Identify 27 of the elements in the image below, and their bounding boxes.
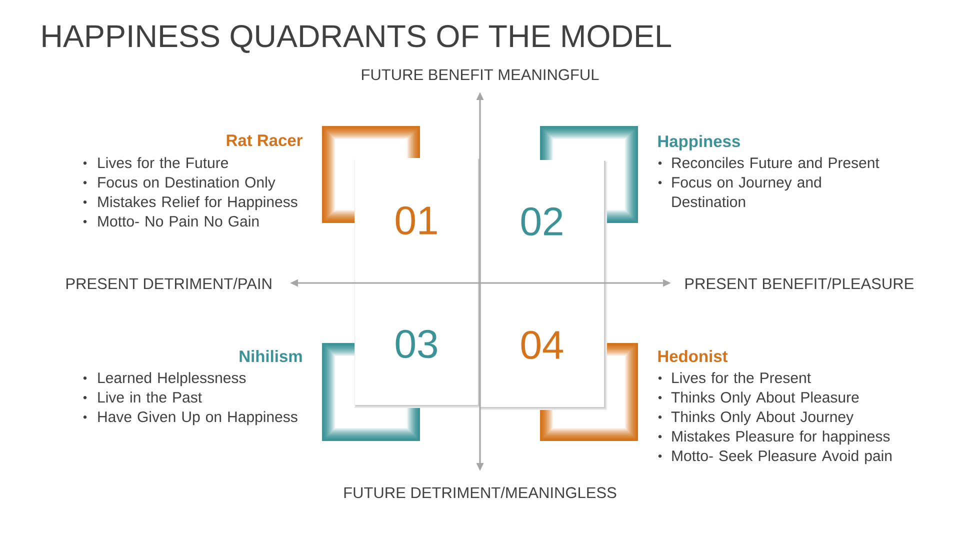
bullet-item: Mistakes Pleasure for happiness [672, 430, 890, 445]
axis-label: PRESENT DETRIMENT/PAIN [66, 278, 272, 290]
bullet-item: Learned Helplessness [98, 372, 246, 386]
bullet-item: Lives for the Present [672, 372, 811, 384]
bullet-item: Reconciles Future and Present [672, 157, 880, 168]
bullet-item: Motto- No Pain No Gain [98, 216, 259, 227]
bullet-item: Mistakes Relief for Happiness [98, 196, 298, 210]
bullet-item: Focus on Destination Only [98, 176, 276, 191]
bullet-item: Focus on Journey and Destination [672, 176, 821, 208]
axis-label: FUTURE BENEFIT MEANINGFUL [362, 69, 599, 80]
number-box: 03 [354, 283, 481, 408]
axis-label: FUTURE DETRIMENT/MEANINGLESS [344, 486, 616, 498]
quadrant-heading: Nihilism [240, 350, 302, 362]
quadrant-heading: Hedonist [658, 350, 728, 362]
quadrant-heading: Happiness [658, 135, 740, 150]
bullet-item: Live in the Past [98, 392, 202, 403]
bullet-item: Motto- Seek Pleasure Avoid pain [672, 450, 892, 464]
quadrant-heading: Rat Racer [226, 134, 303, 146]
bullet-item: Have Given Up on Happiness [98, 411, 298, 426]
bullet-item: Thinks Only About Journey [671, 411, 854, 426]
number-box: 02 [480, 160, 607, 286]
title: HAPPINESS QUADRANTS OF THE MODEL [42, 25, 671, 53]
bullet-item: Thinks Only About Pleasure [671, 392, 859, 406]
number-box: 04 [480, 283, 607, 410]
number-box: 01 [354, 158, 481, 286]
axis-label: PRESENT BENEFIT/PLEASURE [685, 278, 914, 290]
bullet-item: Lives for the Future [98, 157, 228, 168]
